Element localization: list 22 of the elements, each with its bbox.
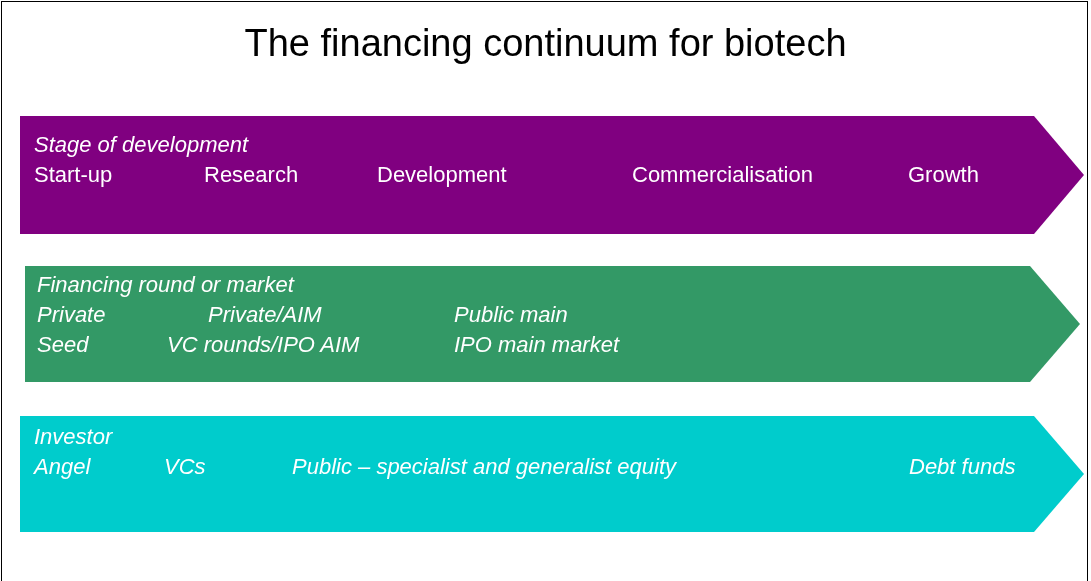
band-label: Public – specialist and generalist equity <box>292 454 676 480</box>
band-label: VC rounds/IPO AIM <box>167 332 360 358</box>
band-heading: Investor <box>34 424 113 450</box>
chevron-band <box>20 416 1084 532</box>
band-label: Seed <box>37 332 89 358</box>
band-label: Debt funds <box>909 454 1016 480</box>
band-label: Private/AIM <box>208 302 322 328</box>
band-label: Private <box>37 302 106 328</box>
chevron-band <box>20 116 1084 234</box>
band-label: IPO main market <box>454 332 620 358</box>
band-label: Start-up <box>34 162 113 188</box>
band-heading: Financing round or market <box>37 272 294 298</box>
band-label: VCs <box>164 454 206 480</box>
band-heading: Stage of development <box>34 132 249 158</box>
band-label: Development <box>377 162 507 188</box>
band-label: Commercialisation <box>632 162 813 188</box>
chevron-band <box>25 266 1080 382</box>
band-label: Angel <box>34 454 91 480</box>
title: The financing continuum for biotech <box>243 22 848 65</box>
band-label: Research <box>204 162 299 188</box>
band-label: Public main <box>454 302 568 328</box>
band-label: Growth <box>908 162 979 188</box>
